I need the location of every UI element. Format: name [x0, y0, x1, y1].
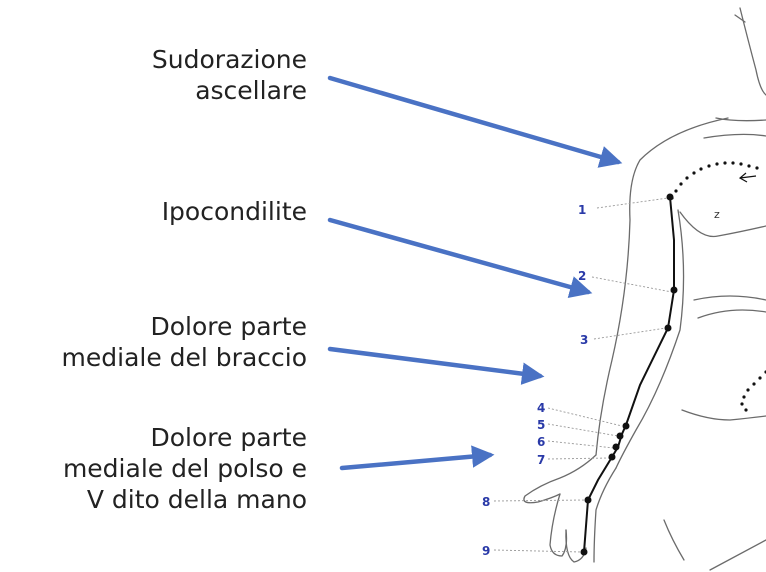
body-outline: [523, 7, 766, 571]
arrow-wrist: [339, 445, 495, 471]
point-number: 2: [578, 269, 586, 283]
acupoints: [580, 193, 678, 556]
acupoint: [670, 286, 678, 294]
label-epicondyl: Ipocondilite: [161, 197, 307, 226]
acupoint: [622, 422, 630, 430]
arrow-epicondyl: [327, 217, 593, 298]
label-wrist: Dolore parte mediale del polso e V dito …: [62, 423, 307, 514]
chest-marker: z: [714, 208, 720, 221]
acupoint: [608, 453, 616, 461]
point-number: 9: [482, 544, 490, 558]
acupoint: [584, 496, 592, 504]
point-number: 5: [537, 418, 545, 432]
point-number: 8: [482, 495, 490, 509]
acupoint: [616, 432, 624, 440]
label-sweat: Sudorazione ascellare: [151, 45, 307, 105]
label-arm: Dolore parte mediale del braccio: [61, 312, 307, 372]
acupoint: [666, 193, 674, 201]
arrow-sweat: [327, 75, 623, 168]
pointer-arrows: [327, 75, 623, 471]
arrow-arm: [327, 346, 545, 385]
acupoint: [580, 548, 588, 556]
leader-lines: [493, 197, 673, 553]
point-number: 4: [537, 401, 545, 415]
point-number: 7: [537, 453, 545, 467]
direction-arrow-icon: [738, 172, 757, 183]
point-number: 3: [580, 333, 588, 347]
acupoint: [612, 443, 620, 451]
point-number: 6: [537, 435, 545, 449]
point-numbers: 1 2 3 4 5 6 7 8 9: [482, 203, 588, 558]
meridian-line: [583, 196, 675, 553]
point-number: 1: [578, 203, 586, 217]
acupoint: [664, 324, 672, 332]
dotted-path: [670, 161, 766, 412]
